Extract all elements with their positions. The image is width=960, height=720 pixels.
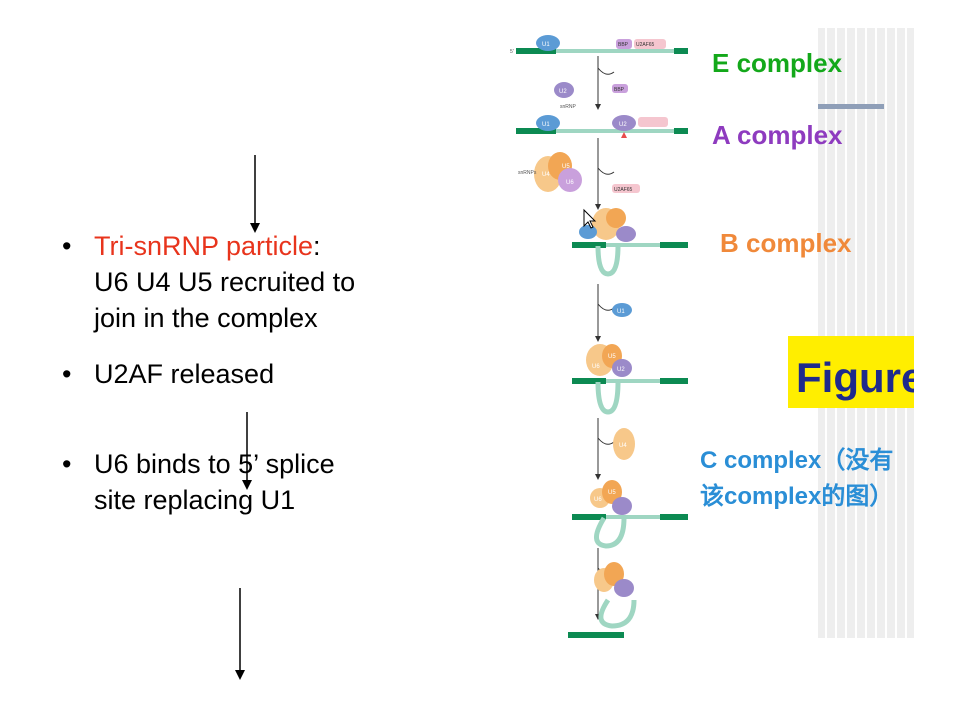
- svg-text:BBP: BBP: [614, 87, 625, 93]
- svg-text:U2AF65: U2AF65: [614, 187, 633, 193]
- c-complex-label-line1: C complex（没有: [700, 447, 893, 474]
- figure-banner-text: Figure: [796, 354, 914, 401]
- svg-text:U6: U6: [592, 364, 600, 370]
- svg-text:U4: U4: [542, 172, 550, 178]
- svg-text:U2: U2: [559, 89, 567, 95]
- bullet-tri-snrnp: Tri-snRNP particle: U6 U4 U5 recruited t…: [62, 228, 462, 336]
- e-complex-label: E complex: [712, 48, 843, 78]
- bullet-list: Tri-snRNP particle: U6 U4 U5 recruited t…: [62, 228, 462, 518]
- spliced-mrna: [568, 632, 624, 638]
- svg-text:U1: U1: [542, 42, 550, 48]
- u2af-text: U2AF released: [94, 359, 275, 389]
- svg-text:U5: U5: [608, 490, 616, 496]
- svg-text:BBP: BBP: [618, 42, 629, 48]
- tri-snrnp-colon: :: [313, 231, 321, 261]
- svg-text:5': 5': [510, 49, 514, 55]
- a-complex-diagram: U1 U2: [516, 115, 688, 138]
- svg-text:U2AF65: U2AF65: [636, 42, 655, 48]
- u4-released: U4: [613, 428, 635, 460]
- spliceosome-figure: Figure E complex A complex B complex C c…: [510, 28, 914, 638]
- e-complex-diagram: U1 BBP U2AF65 5': [510, 35, 688, 55]
- svg-text:U1: U1: [617, 309, 625, 315]
- down-arrow-icon: [235, 588, 245, 680]
- u6-binds-line1: U6 binds to 5’ splice: [94, 449, 335, 479]
- lariat-diagram: [568, 562, 637, 638]
- down-arrow-icon: [250, 155, 260, 233]
- svg-text:U4: U4: [619, 443, 627, 449]
- bullet-u2af: U2AF released: [62, 356, 462, 392]
- u6-binds-line2: site replacing U1: [94, 485, 296, 515]
- svg-text:snRNP: snRNP: [560, 104, 577, 110]
- cursor-icon: [583, 208, 597, 229]
- svg-text:U6: U6: [594, 497, 602, 503]
- c-complex-diagram: U5 U6: [572, 480, 688, 549]
- svg-text:U5: U5: [608, 354, 616, 360]
- down-arrow-icon: [242, 412, 252, 490]
- tri-snrnp-incoming: U5 U4 U6 snRNPs U2AF65: [518, 152, 640, 193]
- b-complex-diagram: [572, 208, 688, 277]
- c-complex-label-line2: 该complex的图）: [700, 482, 893, 510]
- bullet-u6-binds: U6 binds to 5’ splice site replacing U1: [62, 446, 462, 518]
- svg-text:snRNPs: snRNPs: [518, 170, 537, 176]
- svg-text:U2: U2: [617, 367, 625, 373]
- u2-snrnp-incoming: U2 snRNP BBP: [554, 82, 628, 110]
- b-active-diagram: U5 U6 U2: [572, 344, 688, 415]
- svg-text:U2: U2: [619, 122, 627, 128]
- a-complex-label: A complex: [712, 120, 843, 150]
- u1-released: U1: [612, 303, 632, 317]
- tri-snrnp-term: Tri-snRNP particle: [94, 231, 314, 261]
- svg-text:U1: U1: [542, 122, 550, 128]
- tri-snrnp-line3: join in the complex: [94, 303, 318, 333]
- tri-snrnp-line2: U6 U4 U5 recruited to: [94, 267, 356, 297]
- svg-text:U5: U5: [562, 164, 570, 170]
- b-complex-label: B complex: [720, 228, 852, 258]
- svg-text:U6: U6: [566, 180, 574, 186]
- divider-bar: [818, 104, 884, 109]
- figure-banner: [788, 336, 914, 408]
